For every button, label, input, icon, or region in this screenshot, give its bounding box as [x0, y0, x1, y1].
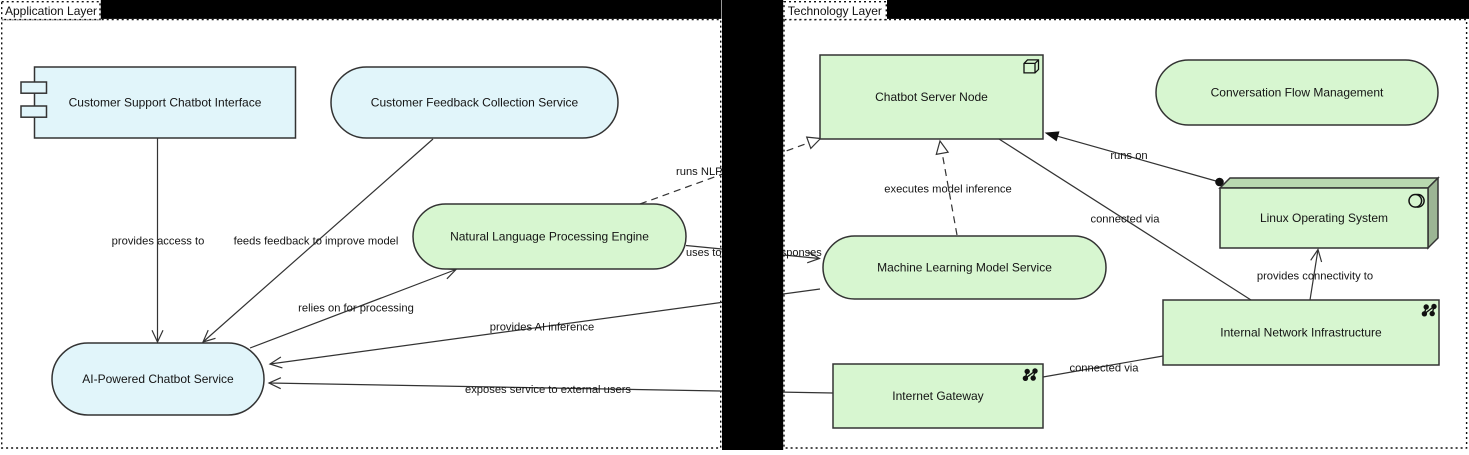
svg-text:relies on for processing: relies on for processing [298, 303, 414, 315]
svg-text:provides access to: provides access to [112, 236, 205, 248]
svg-text:Technology Layer: Technology Layer [788, 4, 882, 18]
svg-text:Natural Language Processing En: Natural Language Processing Engine [450, 230, 649, 244]
svg-text:connected via: connected via [1090, 214, 1160, 226]
svg-text:feeds feedback to improve mode: feeds feedback to improve model [234, 236, 399, 248]
svg-text:Machine Learning Model Service: Machine Learning Model Service [877, 261, 1052, 275]
svg-text:Chatbot Server Node: Chatbot Server Node [875, 90, 988, 104]
svg-text:Conversation Flow Management: Conversation Flow Management [1211, 86, 1384, 100]
svg-text:connected via: connected via [1069, 363, 1139, 375]
svg-text:Linux Operating System: Linux Operating System [1260, 211, 1388, 225]
svg-text:Internal Network Infrastructur: Internal Network Infrastructure [1220, 326, 1382, 340]
svg-text:provides connectivity to: provides connectivity to [1257, 271, 1373, 283]
svg-text:Internet Gateway: Internet Gateway [892, 389, 983, 403]
svg-text:Customer Feedback Collection S: Customer Feedback Collection Service [371, 96, 579, 110]
svg-text:Customer Support Chatbot Inter: Customer Support Chatbot Interface [69, 96, 262, 110]
svg-text:Application Layer: Application Layer [5, 4, 97, 18]
svg-text:executes model inference: executes model inference [884, 184, 1012, 196]
svg-text:exposes service to external us: exposes service to external users [465, 384, 631, 396]
svg-text:AI-Powered Chatbot Service: AI-Powered Chatbot Service [82, 372, 234, 386]
svg-text:provides AI inference: provides AI inference [490, 322, 594, 334]
svg-text:runs on: runs on [1110, 150, 1147, 162]
